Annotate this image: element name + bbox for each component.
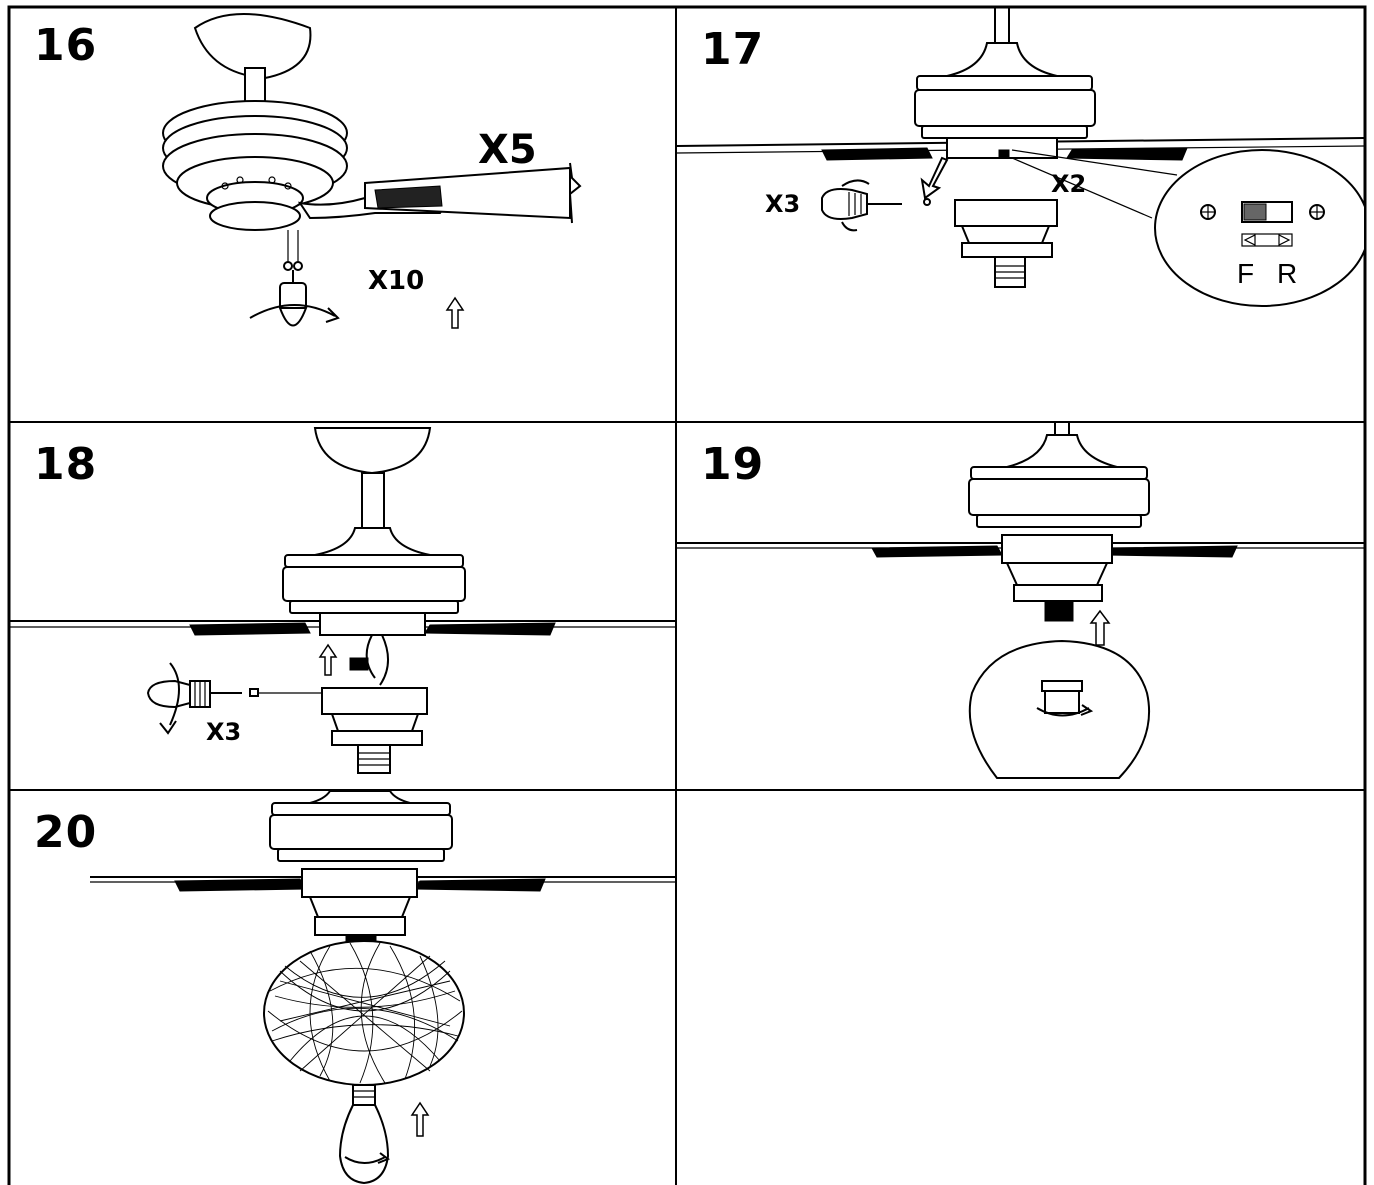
step-20-panel: 20 [10,791,675,1185]
switch-screws-label: X2 [1051,170,1087,198]
up-arrow-icon [318,643,338,676]
reverse-label: R [1277,258,1298,289]
ceiling-fan-icon [90,791,675,1185]
ceiling-fan-icon [677,8,1364,307]
screw-count-label: X3 [206,718,242,746]
ceiling-fan-icon [162,13,582,329]
screwdriver-icon [146,662,322,735]
up-arrow-icon [1089,609,1111,646]
step-number: 16 [34,20,98,71]
woven-ball-shade-icon [263,940,465,1086]
step-18-panel: 18 [10,423,675,789]
screw-count-label: X10 [368,266,425,296]
step-16-panel: 16 [10,8,675,421]
step-19-panel: 19 [677,423,1364,789]
screw-count-label: X3 [765,190,801,218]
glass-shade-icon [968,639,1151,779]
step-number: 19 [701,439,765,490]
empty-panel [677,791,1364,1185]
screwdriver-icon [249,270,340,327]
screwdriver-icon [821,179,931,232]
step-number: 18 [34,439,98,490]
blade-count-label: X5 [478,127,537,173]
light-bulb-icon [338,1084,391,1185]
step-17-panel: 17 [677,8,1364,421]
forward-label: F [1237,258,1255,289]
ceiling-fan-icon [10,427,675,774]
ceiling-fan-icon [677,423,1364,779]
up-arrow-icon [445,296,465,329]
step-number: 17 [701,24,765,75]
reversing-switch-icon [1154,149,1364,307]
up-arrow-icon [410,1101,430,1137]
step-number: 20 [34,807,98,858]
